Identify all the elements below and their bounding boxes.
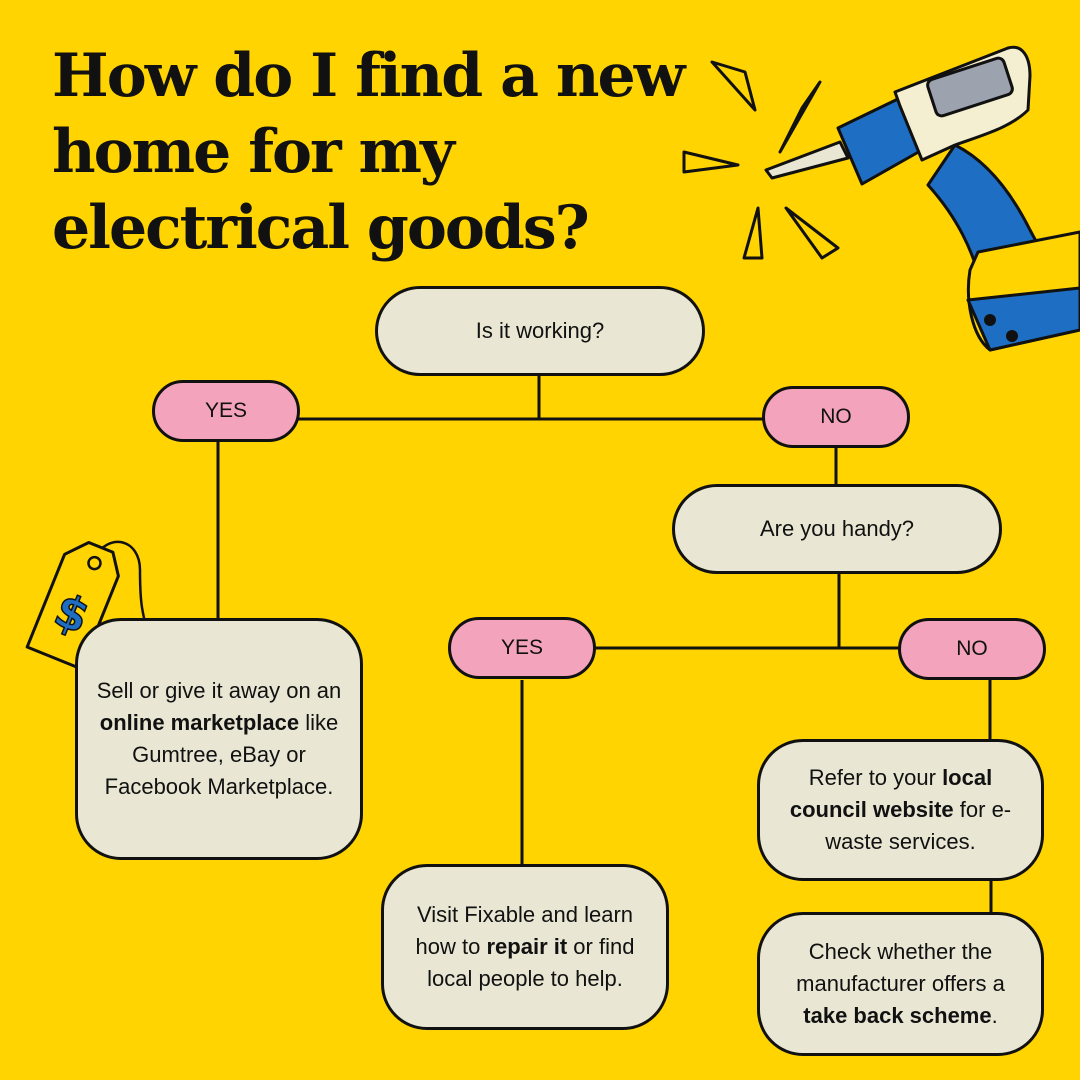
drill-battery-base bbox=[966, 286, 1080, 352]
outcome-text: Refer to your local council website for … bbox=[789, 765, 1012, 854]
outcome-text: Check whether the manufacturer offers a … bbox=[796, 939, 1005, 1028]
outcome-take-back-scheme: Check whether the manufacturer offers a … bbox=[757, 912, 1044, 1056]
page-title: How do I find a new home for my electric… bbox=[52, 41, 685, 263]
spark-triangle bbox=[784, 206, 840, 260]
outcome-sell-online: Sell or give it away on an online market… bbox=[75, 618, 363, 860]
spark-triangle bbox=[710, 60, 757, 112]
spark-triangle bbox=[682, 150, 740, 174]
question-is-it-working: Is it working? bbox=[375, 286, 705, 376]
outcome-text: Visit Fixable and learn how to repair it… bbox=[415, 902, 635, 991]
question-are-you-handy: Are you handy? bbox=[672, 484, 1002, 574]
question-text: Is it working? bbox=[475, 318, 605, 343]
spark-triangle bbox=[778, 80, 822, 154]
answer-pill-no: NO bbox=[898, 618, 1046, 680]
outcome-repair-fixable: Visit Fixable and learn how to repair it… bbox=[381, 864, 669, 1030]
spark-triangle bbox=[742, 206, 764, 260]
outcome-text: Sell or give it away on an online market… bbox=[96, 678, 342, 799]
question-text: Are you handy? bbox=[759, 516, 915, 541]
answer-pill-no: NO bbox=[762, 386, 910, 448]
drill-bit bbox=[764, 140, 850, 180]
outcome-local-council: Refer to your local council website for … bbox=[757, 739, 1044, 881]
answer-pill-yes: YES bbox=[152, 380, 300, 442]
drill-vent bbox=[926, 56, 1014, 118]
answer-pill-yes: YES bbox=[448, 617, 596, 679]
